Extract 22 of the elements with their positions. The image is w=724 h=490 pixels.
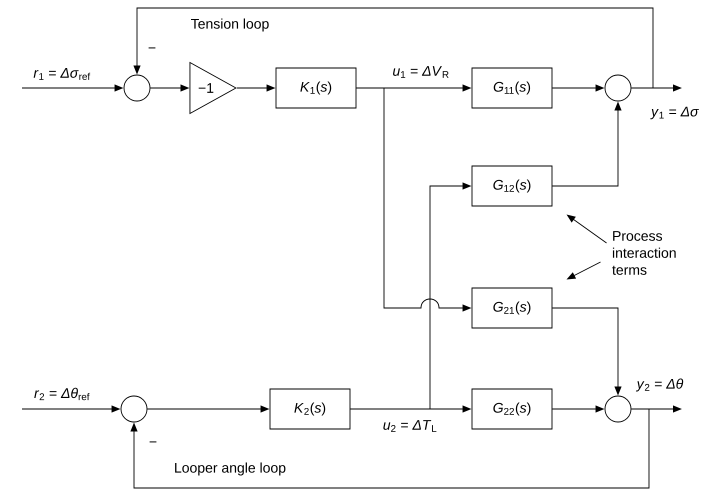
- edge-label: y$_{2}$ = Δθ: [636, 378, 684, 392]
- transfer-function-box: G$_{21}$(s): [472, 288, 552, 328]
- summing-junction: [120, 396, 148, 422]
- edge-label: y$_{1}$ = Δσ: [650, 106, 699, 120]
- minus-sign: −: [150, 441, 156, 442]
- transfer-function-box: K$_{2}$(s): [270, 388, 350, 430]
- transfer-function-box: G$_{11}$(s): [472, 68, 552, 108]
- arrow: [130, 408, 650, 488]
- edge-label: r$_{1}$ = Δσ$_{ref}$: [34, 68, 90, 80]
- transfer-function-box: G$_{12}$(s): [472, 166, 552, 206]
- summing-junction: [604, 396, 632, 422]
- summing-junction: [604, 74, 632, 102]
- annotation-text: Process interaction terms: [612, 231, 676, 275]
- edge-label: u$_{2}$ = ΔT$_{L}$: [383, 420, 436, 432]
- edge-label: Tension loop: [191, 18, 269, 32]
- edge-label: u$_{1}$ = ΔV$_{R}$: [393, 66, 449, 78]
- edge-label: r$_{2}$ = Δθ$_{ref}$: [34, 388, 90, 400]
- minus-sign: −: [148, 47, 156, 48]
- transfer-function-box: G$_{22}$(s): [472, 388, 552, 430]
- edge-label: Looper angle loop: [175, 462, 286, 476]
- transfer-function-box: K$_{1}$(s): [276, 68, 356, 108]
- summing-junction: [124, 74, 150, 102]
